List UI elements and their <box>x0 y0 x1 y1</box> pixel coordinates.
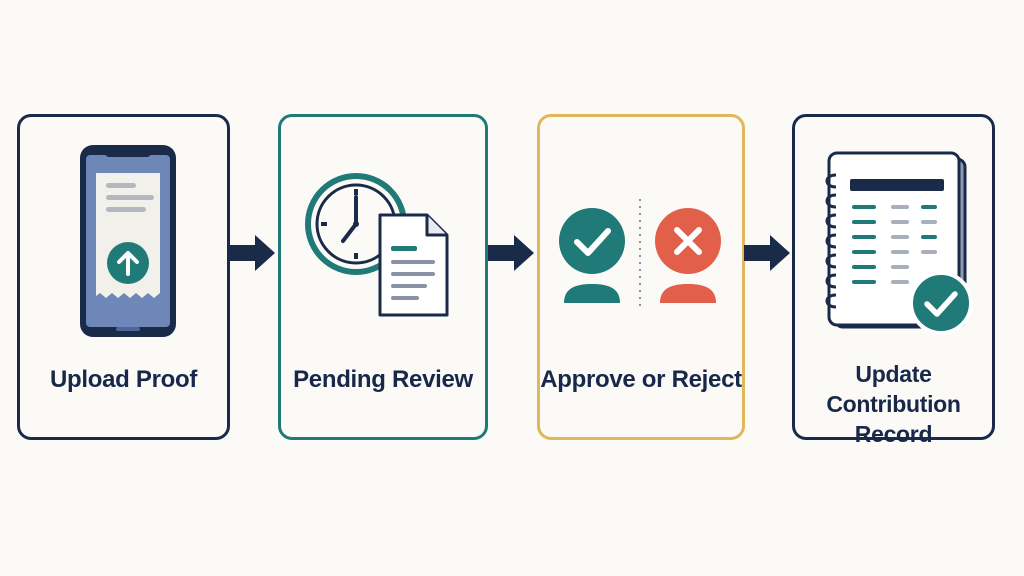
step-label-line-2: Record <box>854 421 933 447</box>
ledger-check-icon <box>825 151 973 335</box>
step-approve-or-reject: Approve or Reject <box>537 114 745 440</box>
step-pending-review: Pending Review <box>278 114 488 440</box>
approve-icon <box>559 208 625 303</box>
clock-document-icon <box>305 173 449 317</box>
phone-upload-icon <box>80 145 176 337</box>
approve-reject-icon <box>559 199 721 307</box>
step-label: Upload Proof <box>49 366 198 393</box>
step-update-contribution-record: Update Contribution Record <box>792 114 995 447</box>
arrow-right-icon <box>744 235 790 271</box>
step-upload-proof: Upload Proof <box>17 114 230 440</box>
step-label: Update Contribution Record <box>795 359 992 449</box>
step-label-line-1: Update Contribution <box>826 361 961 417</box>
step-label: Approve or Reject <box>540 366 742 393</box>
step-label: Pending Review <box>293 366 473 393</box>
reject-icon <box>655 208 721 303</box>
arrow-right-icon <box>229 235 275 271</box>
arrow-right-icon <box>488 235 534 271</box>
